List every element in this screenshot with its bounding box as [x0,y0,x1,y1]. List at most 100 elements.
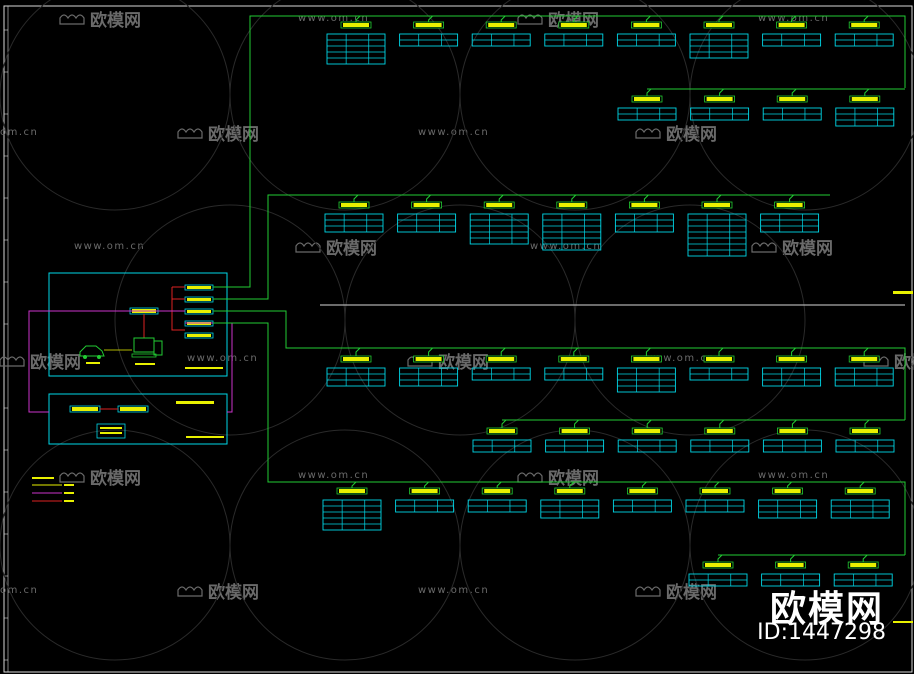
watermark-domain: www.om.cn [298,470,369,481]
device-table [616,367,676,393]
watermark-brand-text: 欧模网 [782,238,833,259]
watermark-domain: www.om.cn [187,353,258,364]
device-label [629,489,656,493]
watermark-domain: om.cn [0,585,38,596]
device-table [762,367,822,387]
watermark-arc [689,0,914,211]
watermark-brand-text: 欧模网 [894,352,914,373]
device-label [341,203,367,207]
device-table [690,107,750,121]
sofa-logo-icon [295,242,321,253]
device-label [776,203,803,207]
watermark-brand: 欧模网 [177,582,259,603]
watermark-brand: 欧模网 [59,468,141,489]
network-device [471,15,531,47]
device-table [540,499,600,519]
sofa-logo-icon [59,472,85,483]
device-table [471,33,531,47]
watermark-brand-text: 欧模网 [326,238,377,259]
device-table [685,499,745,513]
network-device [467,481,527,513]
device-label [343,357,369,361]
network-device [469,194,529,245]
device-table [617,107,677,121]
network-device [542,194,602,251]
sofa-logo-icon [177,586,203,597]
bus-trunk-1 [213,15,906,288]
device-label [779,429,806,433]
sofa-logo-icon [177,128,203,139]
device-label [633,23,660,27]
device-table [835,107,895,127]
device-table [399,33,459,47]
watermark-brand-text: 欧模网 [548,468,599,489]
watermark-brand-text: 欧模网 [30,352,81,373]
network-device [835,88,895,127]
device-table [471,367,531,381]
watermark-domain: www.om.cn [530,241,601,252]
bus-trunk-4 [213,322,906,555]
device-table [758,499,818,519]
network-device [685,481,745,513]
network-device [617,88,677,121]
device-table [833,573,893,587]
device-label [560,23,587,27]
device-label [634,97,660,101]
device-table [760,213,820,233]
device-table [326,33,386,65]
network-device [689,347,749,381]
device-label [634,429,661,433]
network-device [760,194,820,233]
device-label [339,489,365,493]
network-device [830,481,890,519]
network-device [616,347,676,393]
device-label [560,357,587,361]
watermark-brand: 欧模网 [59,10,141,31]
watermark-brand: 欧模网 [0,352,81,373]
device-label [778,23,805,27]
network-device [395,481,455,513]
device-table [834,33,894,47]
network-device [762,88,822,121]
device-label [706,97,733,101]
device-blocks [322,15,905,587]
watermark-brand-text: 欧模网 [90,10,141,31]
device-table [544,33,604,47]
legend-label-mark [64,492,74,494]
watermark-brand-text: 欧模网 [208,124,259,145]
network-device [612,481,672,513]
device-label [778,357,805,361]
device-label [484,489,511,493]
device-table [687,213,747,257]
device-table [830,499,890,519]
network-device [690,419,750,453]
brand-logo-badge: 欧模网 [769,589,884,630]
model-id-badge: ID:1447298 [757,620,886,645]
device-table [467,499,527,513]
device-label [847,489,874,493]
network-device [689,15,749,59]
network-device [471,347,531,381]
magenta-link [28,310,185,413]
device-label [558,203,585,207]
network-device [761,554,821,587]
device-table [688,573,748,587]
watermark-domain: www.om.cn [758,470,829,481]
device-table [616,33,676,47]
device-label [851,23,878,27]
device-label [779,97,806,101]
network-device [834,15,894,47]
device-table [395,499,455,513]
watermark-brand: 欧模网 [295,238,377,259]
legend [32,477,74,502]
network-device [326,347,386,387]
network-device [616,15,676,47]
network-device [544,347,604,381]
device-table [469,213,529,245]
watermark-brand-text: 欧模网 [438,352,489,373]
watermark-brand: 欧模网 [517,468,599,489]
car-icon [79,345,105,364]
device-label [631,203,658,207]
